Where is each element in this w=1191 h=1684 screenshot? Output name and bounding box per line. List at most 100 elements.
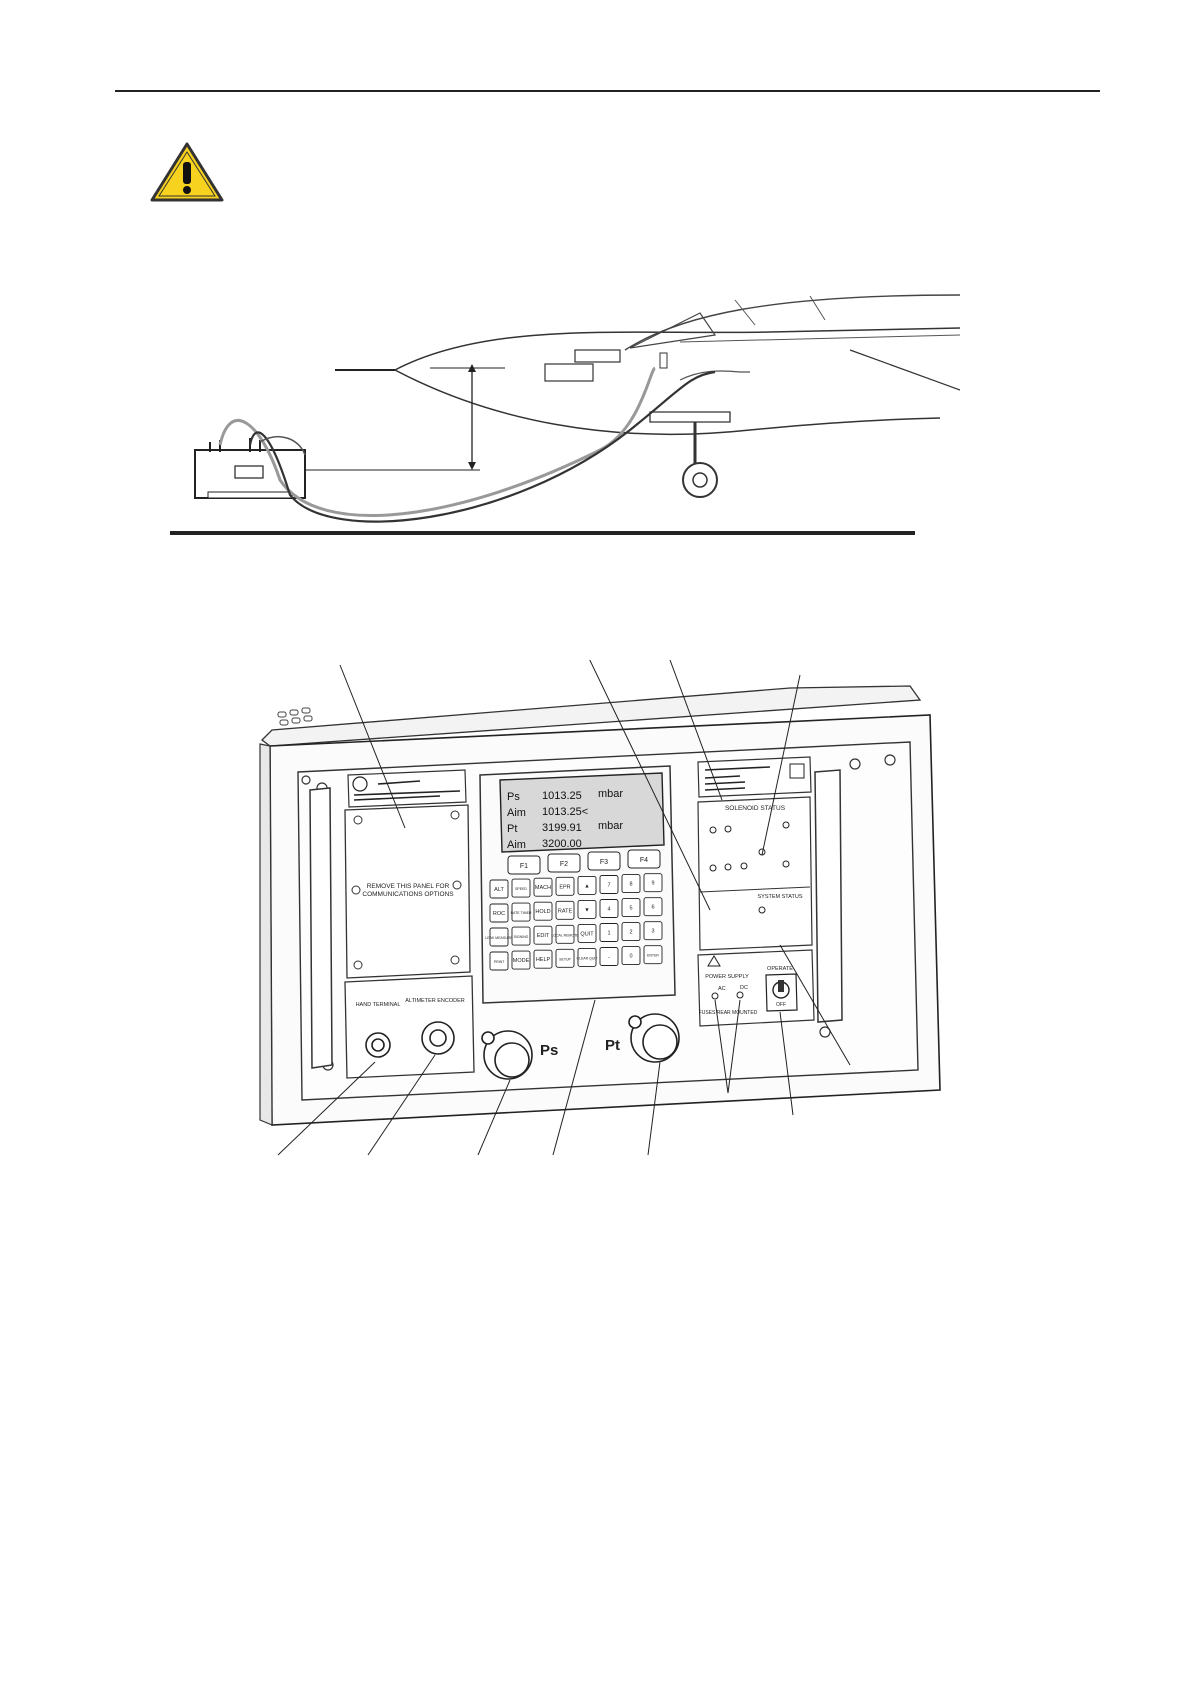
keypad-key[interactable] <box>489 951 509 971</box>
keypad-key[interactable] <box>599 923 619 942</box>
keypad-key-label: MACH <box>535 885 551 891</box>
altimeter-label: ALTIMETER ENCODER <box>405 998 465 1004</box>
keypad-key-label: SIGNING <box>514 935 529 939</box>
keypad-key-label: ▼ <box>584 907 589 913</box>
keypad-key[interactable] <box>489 927 509 947</box>
lcd-display <box>499 772 665 853</box>
keypad-key[interactable] <box>599 875 619 894</box>
display-label: Aim <box>507 807 526 819</box>
function-key-label: F2 <box>560 861 568 868</box>
power-supply-label: POWER SUPPLY <box>705 974 749 980</box>
function-key[interactable] <box>627 849 661 869</box>
canopy <box>624 294 960 351</box>
ac-label: AC <box>718 986 726 992</box>
keypad-key[interactable] <box>489 879 509 899</box>
keypad-key-label: ENTER <box>647 954 659 958</box>
keypad-key[interactable] <box>577 923 597 943</box>
function-key-label: F3 <box>600 859 608 866</box>
keypad-key[interactable] <box>555 876 575 896</box>
keypad-key[interactable] <box>577 899 597 919</box>
off-label: OFF <box>776 1002 786 1008</box>
keypad-key[interactable] <box>511 902 531 922</box>
keypad-key-label: HOLD <box>535 909 550 915</box>
keypad-key[interactable] <box>621 898 641 918</box>
keypad-key-label: MODE <box>513 958 530 964</box>
keypad-key[interactable] <box>533 925 553 945</box>
svg-text:COMMUNICATIONS OPTIONS: COMMUNICATIONS OPTIONS <box>362 891 454 898</box>
keypad-key-label: ROC <box>493 911 505 917</box>
pt-port-label: Pt <box>605 1037 620 1054</box>
keypad-key[interactable] <box>577 947 597 967</box>
keypad-key[interactable] <box>643 873 663 893</box>
keypad-key[interactable] <box>621 922 641 942</box>
display-label: Aim <box>507 839 526 851</box>
function-key-label: F4 <box>640 857 648 864</box>
keypad-key[interactable] <box>643 921 663 941</box>
keypad-key-label: RATE <box>558 908 573 914</box>
aircraft-test-setup-diagram <box>170 294 960 535</box>
keypad-key-label: EDIT <box>537 933 550 939</box>
keypad-key-label: RATE TIMER <box>511 911 532 915</box>
keypad-key-label: SETUP <box>559 957 571 961</box>
keypad-key[interactable] <box>511 950 531 970</box>
fuselage-outline <box>394 327 960 371</box>
keypad-key-label: CLEAR QUIT <box>576 956 598 960</box>
keypad-key-label: EPR <box>559 884 570 890</box>
keypad-key[interactable] <box>511 926 531 946</box>
operate-label: OPERATE <box>767 966 793 972</box>
keypad-key-label: 2 <box>629 930 632 936</box>
keypad-key[interactable] <box>489 903 509 923</box>
keypad-key[interactable] <box>533 901 553 921</box>
keypad-key[interactable] <box>621 874 641 894</box>
landing-gear <box>649 411 731 423</box>
keypad-key[interactable] <box>577 875 597 895</box>
dc-label: DC <box>740 985 748 991</box>
function-key[interactable] <box>507 855 541 875</box>
keypad-key[interactable] <box>599 947 619 966</box>
access-panel-text: REMOVE THIS PANEL FOR <box>367 883 450 890</box>
keypad-key-label: 7 <box>607 883 610 889</box>
display-unit: mbar <box>598 788 623 800</box>
ps-port-label: Ps <box>540 1042 558 1059</box>
display-value: 1013.25 <box>542 790 582 802</box>
keypad-key-label: LEAK MEASURE <box>485 936 513 940</box>
solenoid-status-label: SOLENOID STATUS <box>725 805 786 812</box>
adts-front-panel: REMOVE THIS PANEL FOR COMMUNICATIONS OPT… <box>259 660 941 1156</box>
keypad-key[interactable] <box>555 948 575 968</box>
keypad-key-label: SPEED <box>515 887 527 891</box>
keypad-key-label: 5 <box>629 906 632 912</box>
keypad-key-label: ▲ <box>584 883 589 889</box>
keypad-key-label: - <box>608 955 610 961</box>
display-value: 1013.25< <box>542 806 588 818</box>
function-key[interactable] <box>587 851 621 871</box>
access-panel <box>344 804 471 979</box>
keypad-key[interactable] <box>643 945 663 965</box>
display-value: 3200.00 <box>542 838 582 850</box>
keypad-key[interactable] <box>555 900 575 920</box>
static-hose <box>248 370 716 523</box>
warning-icon <box>150 142 224 202</box>
keypad-key[interactable] <box>533 877 553 897</box>
display-rows: Ps 1013.25 mbar Aim 1013.25< Pt 3199.91 … <box>507 788 623 851</box>
header-rule <box>115 90 1100 92</box>
keypad-key-label: LOCAL REMOTE <box>551 933 579 937</box>
keypad-key[interactable] <box>555 924 575 944</box>
keypad-key[interactable] <box>599 899 619 918</box>
keypad-key-label: 4 <box>607 907 610 913</box>
pitot-hose <box>218 366 657 518</box>
function-key[interactable] <box>547 853 581 873</box>
display-unit: mbar <box>598 820 623 832</box>
keypad-key[interactable] <box>643 897 663 917</box>
keypad-key-label: 1 <box>607 931 610 937</box>
function-key-label: F1 <box>520 863 528 870</box>
keypad-key[interactable] <box>621 946 641 966</box>
display-label: Ps <box>507 791 520 803</box>
keypad-key[interactable] <box>533 949 553 969</box>
display-value: 3199.91 <box>542 822 582 834</box>
keypad-key[interactable] <box>511 878 531 898</box>
system-status-label: SYSTEM STATUS <box>757 894 802 900</box>
keypad-key-label: ALT <box>494 887 504 893</box>
display-label: Pt <box>507 823 517 835</box>
keypad-key-label: 0 <box>629 954 632 960</box>
keypad-key-label: 9 <box>651 881 654 887</box>
